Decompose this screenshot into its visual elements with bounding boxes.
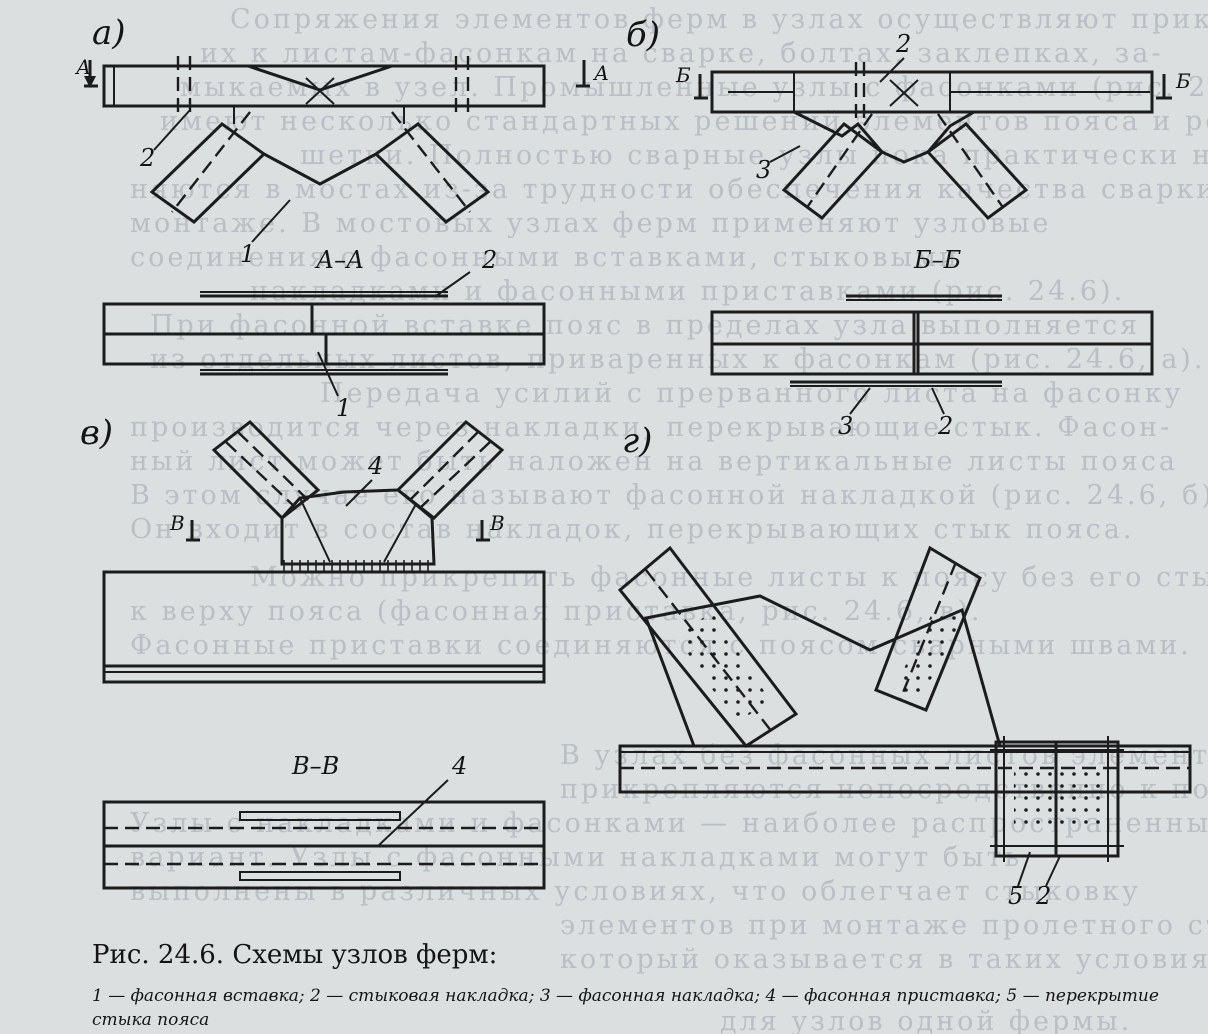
label-b: б) — [626, 15, 660, 55]
label-v: в) — [80, 413, 113, 453]
figure-caption-legend: 1 — фасонная вставка; 2 — стыковая накла… — [92, 986, 1159, 1030]
diagram-a: а) А А 2 1 А–А 2 — [74, 13, 609, 422]
gusset-g — [643, 594, 1002, 747]
bg-line: для узлов одной фермы. — [720, 1006, 1132, 1034]
cut-label-a: А — [74, 55, 91, 79]
bg-line: к верху пояса (фасонная приставка, рис. … — [130, 596, 982, 627]
callout-3-bb: 3 — [838, 412, 853, 440]
bg-line: монтаже. В мостовых узлах ферм применяют… — [130, 208, 1051, 239]
bg-line: выполнены в различных условиях, что обле… — [130, 876, 1141, 907]
bg-line: соединения с фасонными вставками, стыков… — [130, 242, 960, 273]
section-label-aa: А–А — [314, 246, 364, 274]
chord-v — [102, 570, 546, 684]
bg-line: Он входит в состав накладок, перекрывающ… — [130, 514, 1134, 545]
diagonal-left-a — [149, 122, 267, 224]
bg-line: няются в мостах из-за трудности обеспече… — [130, 174, 1208, 205]
callout-1-a: 1 — [240, 240, 255, 268]
cut-label-b: Б — [675, 63, 691, 87]
callout-1-aa: 1 — [336, 394, 351, 422]
callout-4-v: 4 — [367, 452, 383, 480]
diagonal-left-b — [781, 121, 885, 221]
callout-3-b: 3 — [756, 156, 771, 184]
bolt-field-splice-right-g — [1060, 766, 1100, 826]
diagonal-right-v — [395, 420, 505, 520]
bg-line: производится через накладки, перекрывающ… — [130, 412, 1172, 443]
bg-line: прикрепляются непосредственно к поясу. — [560, 774, 1208, 805]
callout-5-g: 5 — [1008, 882, 1023, 910]
section-label-vv: В–В — [291, 752, 339, 780]
callout-2-bb: 2 — [937, 412, 953, 440]
diagram-b: б) 2 3 Б Б Б–Б 3 2 — [626, 15, 1191, 440]
section-label-bb: Б–Б — [913, 246, 962, 274]
bg-line: элементов при монтаже пролетного строени… — [560, 910, 1208, 941]
diagonal-right-b — [925, 121, 1029, 221]
diagonal-left-g — [617, 545, 799, 748]
callout-2-a: 2 — [139, 144, 155, 172]
attachment-plate-bottom-vv — [239, 871, 401, 881]
gusset-outline-a — [263, 152, 377, 186]
label-a: а) — [92, 13, 126, 53]
callout-2-b: 2 — [895, 30, 911, 58]
figure-caption-title: Рис. 24.6. Схемы узлов ферм: — [92, 940, 498, 970]
bg-line: ный лист может быть наложен на вертикаль… — [130, 446, 1178, 477]
attachment-plate-top-vv — [239, 811, 401, 821]
bg-line: Сопряжения элементов ферм в узлах осущес… — [230, 4, 1208, 35]
bg-line: При фасонной вставке пояс в пределах узл… — [150, 310, 1140, 341]
bg-line: их к листам-фасонкам на сварке, болтах, … — [200, 38, 1163, 69]
bg-line: шетки. Полностью сварные узлы пока практ… — [300, 140, 1208, 171]
diagram-g: г) 5 2 — [617, 421, 1192, 910]
bolt-field-right-g — [894, 606, 962, 700]
callout-2-g: 2 — [1035, 882, 1051, 910]
diagram-v: в) 4 В В В–В 4 — [80, 413, 546, 890]
diagonal-left-v — [211, 420, 321, 520]
bg-line: который оказывается в таких условиях цел… — [560, 944, 1208, 975]
callout-4-vv: 4 — [451, 752, 467, 780]
cut-label-b-right: Б — [1175, 69, 1191, 93]
bolt-field-splice-left-g — [1014, 766, 1054, 826]
bg-line: Передача усилий с прерванного листа на ф… — [320, 378, 1183, 409]
callout-2-aa: 2 — [481, 246, 497, 274]
cut-label-v-right: В — [489, 511, 505, 535]
label-g: г) — [622, 421, 652, 461]
diagonal-right-a — [373, 122, 491, 224]
cut-label-v: В — [169, 511, 185, 535]
weld-hatch-v — [282, 560, 434, 572]
bolt-field-left-g — [676, 612, 770, 724]
diagonal-right-g — [874, 545, 982, 712]
cut-label-a-right: А — [592, 61, 609, 85]
chord-plan-a — [102, 64, 546, 108]
